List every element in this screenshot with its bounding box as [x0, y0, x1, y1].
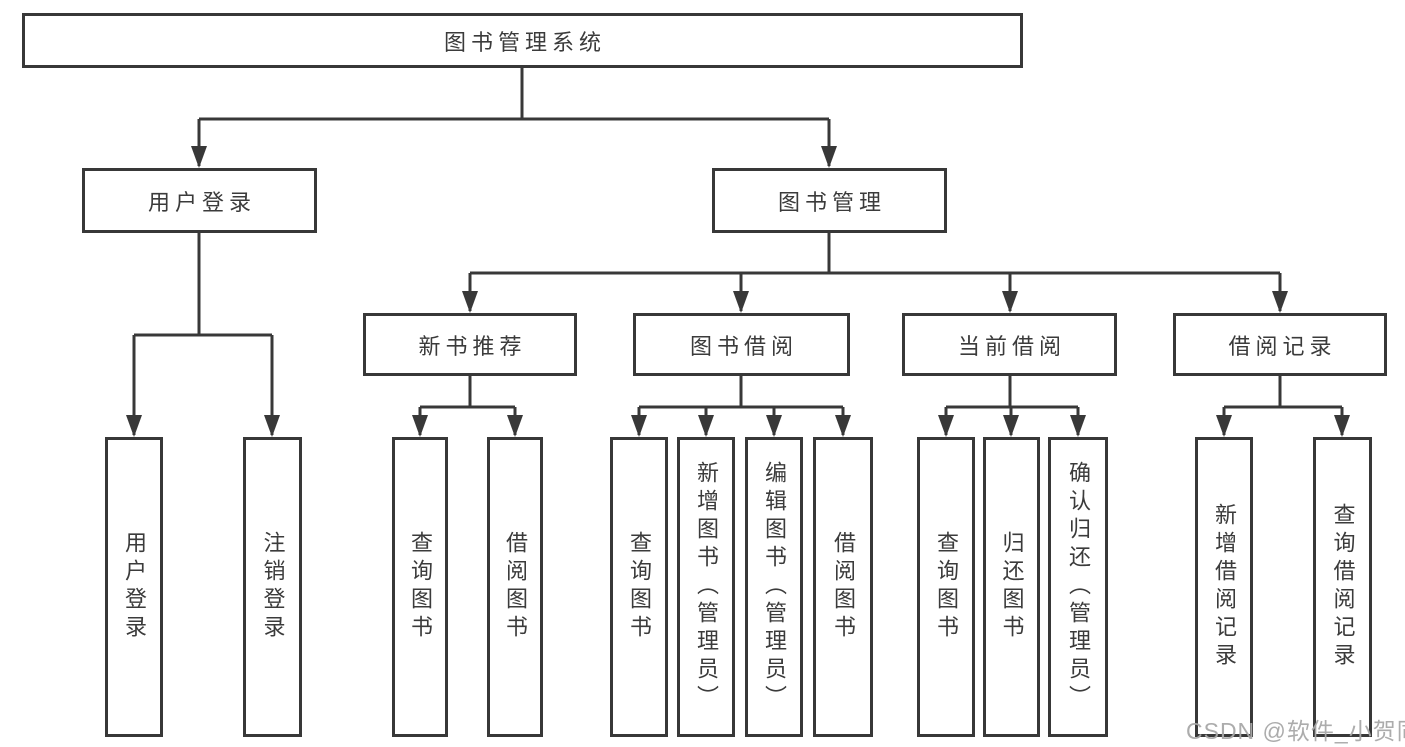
leaf-add-borrow-record-label: 新增借阅记录 — [1212, 503, 1237, 671]
node-borrowing-records: 借阅记录 — [1173, 313, 1387, 376]
connector-user-login-to-leaves — [132, 233, 274, 435]
leaf-query-books-borrowing: 查询图书 — [610, 437, 668, 737]
leaf-borrow-books-recommend: 借阅图书 — [487, 437, 543, 737]
connector-new-books-to-leaves — [418, 376, 517, 435]
node-current-borrowing-label: 当前借阅 — [957, 333, 1066, 359]
leaf-logout: 注销登录 — [243, 437, 302, 737]
leaf-query-books-current: 查询图书 — [917, 437, 975, 737]
leaf-add-borrow-record: 新增借阅记录 — [1195, 437, 1253, 737]
node-new-book-recommend-label: 新书推荐 — [418, 333, 527, 359]
leaf-edit-books-admin-label: 编辑图书（管理员） — [762, 461, 787, 713]
leaf-query-borrow-record-label: 查询借阅记录 — [1330, 503, 1356, 671]
leaf-confirm-return-admin: 确认归还（管理员） — [1048, 437, 1108, 737]
node-book-management-label: 图书管理 — [777, 189, 886, 215]
leaf-borrow-books: 借阅图书 — [813, 437, 873, 737]
leaf-query-books-borrowing-label: 查询图书 — [627, 531, 652, 643]
arrowheads — [126, 146, 1350, 437]
connector-borrow-records-to-leaves — [1222, 376, 1344, 435]
node-new-book-recommend: 新书推荐 — [363, 313, 577, 376]
leaf-query-books-recommend: 查询图书 — [392, 437, 448, 737]
leaf-user-login-label: 用户登录 — [122, 531, 147, 643]
node-root-label: 图书管理系统 — [443, 29, 606, 55]
leaf-query-books-current-label: 查询图书 — [934, 531, 959, 643]
node-book-borrowing: 图书借阅 — [633, 313, 850, 376]
leaf-add-books-admin-label: 新增图书（管理员） — [694, 461, 719, 713]
connector-book-mgmt-to-level3 — [468, 233, 1282, 311]
csdn-watermark: CSDN @软件_小贺同学 — [1186, 718, 1405, 744]
leaf-borrow-books-recommend-label: 借阅图书 — [503, 531, 528, 643]
node-user-login-label: 用户登录 — [147, 189, 256, 215]
leaf-query-borrow-record: 查询借阅记录 — [1313, 437, 1372, 737]
node-current-borrowing: 当前借阅 — [902, 313, 1117, 376]
node-book-borrowing-label: 图书借阅 — [689, 333, 798, 359]
leaf-return-books: 归还图书 — [983, 437, 1040, 737]
leaf-borrow-books-label: 借阅图书 — [831, 531, 856, 643]
leaf-user-login: 用户登录 — [105, 437, 163, 737]
node-book-management: 图书管理 — [712, 168, 947, 233]
leaf-add-books-admin: 新增图书（管理员） — [677, 437, 735, 737]
connector-root-to-level2 — [197, 68, 831, 166]
leaf-edit-books-admin: 编辑图书（管理员） — [745, 437, 803, 737]
leaf-return-books-label: 归还图书 — [999, 531, 1025, 643]
node-borrowing-records-label: 借阅记录 — [1228, 333, 1337, 359]
node-user-login: 用户登录 — [82, 168, 317, 233]
leaf-logout-label: 注销登录 — [260, 531, 286, 643]
node-root-library-system: 图书管理系统 — [22, 13, 1023, 68]
leaf-query-books-recommend-label: 查询图书 — [408, 531, 433, 643]
leaf-confirm-return-admin-label: 确认归还（管理员） — [1066, 461, 1091, 713]
connector-book-borrow-to-leaves — [637, 376, 845, 435]
